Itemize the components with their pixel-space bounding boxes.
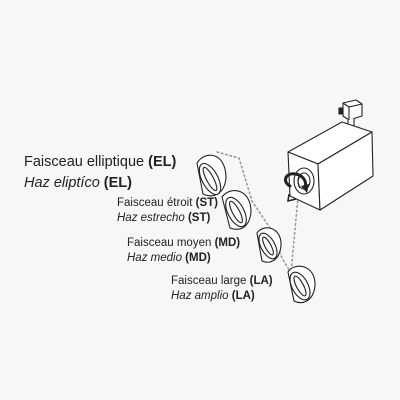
- beam-code: (MD): [185, 251, 211, 264]
- beam-code: (ST): [187, 211, 211, 224]
- beam-name-fr: Faisceau étroit: [117, 197, 193, 209]
- beam-name-fr: Faisceau large: [171, 275, 247, 287]
- beam-code: (ST): [195, 197, 218, 209]
- beam-code: (EL): [148, 154, 177, 170]
- beam-code: (LA): [231, 289, 255, 302]
- beam-code: (MD): [214, 237, 241, 249]
- beam-name-es: Haz medio: [127, 251, 182, 264]
- beam-name-fr: Faisceau elliptique: [24, 154, 145, 170]
- beam-label-st: Faisceau étroit (ST) Haz estrecho (ST): [117, 197, 218, 224]
- beam-name-fr: Faisceau moyen: [127, 237, 212, 249]
- beam-name-es: Haz amplio: [171, 289, 229, 302]
- beam-code: (LA): [249, 275, 273, 287]
- beam-name-es: Haz estrecho: [117, 211, 185, 224]
- beam-code: (EL): [103, 174, 132, 191]
- beam-name-es: Haz eliptíco: [24, 174, 100, 191]
- beam-label-el: Faisceau elliptique (EL) Haz eliptíco (E…: [24, 155, 176, 190]
- beam-label-la: Faisceau large (LA) Haz amplio (LA): [171, 275, 273, 302]
- lens-reflector-icon: [196, 154, 316, 304]
- beam-label-md: Faisceau moyen (MD) Haz medio (MD): [127, 237, 241, 264]
- track-spotlight-icon: [287, 99, 374, 211]
- rotate-arrow-icon: [284, 172, 309, 202]
